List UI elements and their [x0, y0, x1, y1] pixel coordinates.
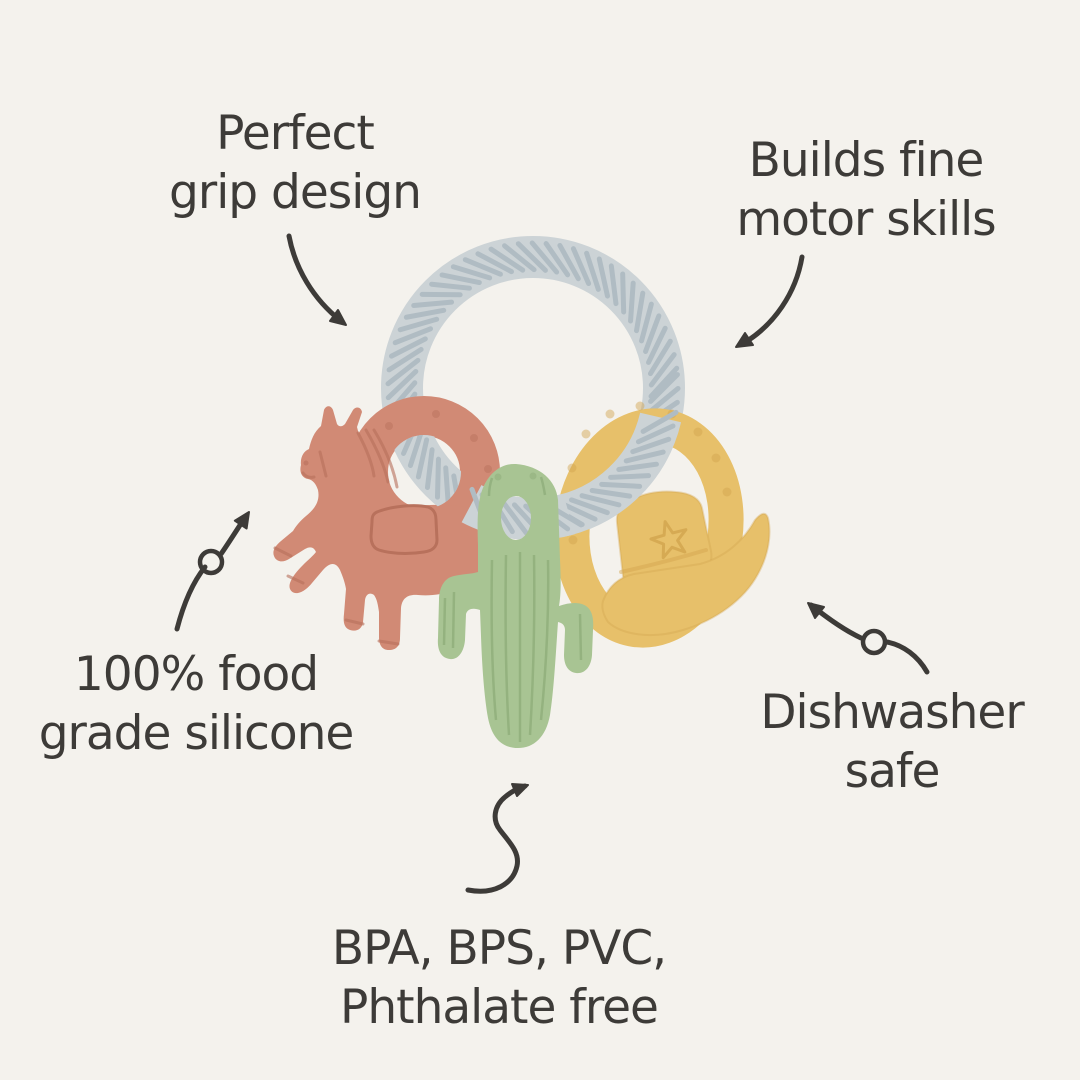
annotation-line: Phthalate free: [340, 980, 659, 1036]
annotation-line: Dishwasher: [760, 685, 1024, 740]
cactus-ridges: [442, 476, 583, 742]
cactus-bumps: [494, 472, 537, 481]
annotation-bpa-free: BPA, BPS, PVC, Phthalate free: [331, 919, 667, 1037]
horse-nostril: [303, 460, 309, 466]
annotation-perfect-grip: Perfect grip design: [169, 104, 422, 222]
arrow-perfect-grip: [286, 233, 347, 326]
annotation-food-grade: 100% food grade silicone: [38, 645, 355, 763]
annotation-line: safe: [844, 744, 941, 800]
horse-saddle: [369, 504, 439, 555]
arrow-motor-skills: [735, 254, 805, 348]
annotation-line: grip design: [169, 165, 422, 221]
annotation-line: Perfect: [216, 106, 375, 161]
horse-details: [273, 428, 400, 646]
annotation-line: grade silicone: [38, 706, 355, 762]
annotation-line: Builds fine: [748, 133, 985, 188]
rope-over-hat-ring: [546, 409, 682, 538]
hat-brim: [601, 512, 771, 636]
cactus-charm: [437, 463, 594, 748]
hat-band: [619, 548, 708, 574]
annotation-line: 100% food: [73, 647, 319, 702]
hat-star: [649, 520, 688, 560]
annotation-line: BPA, BPS, PVC,: [331, 921, 667, 976]
annotation-line: motor skills: [736, 192, 996, 248]
annotation-dishwasher: Dishwasher safe: [760, 683, 1024, 801]
arrow-bpa-free: [465, 783, 529, 894]
arrow-food-grade: [174, 511, 250, 632]
arrow-dishwasher: [807, 602, 930, 675]
annotation-motor-skills: Builds fine motor skills: [736, 131, 996, 249]
